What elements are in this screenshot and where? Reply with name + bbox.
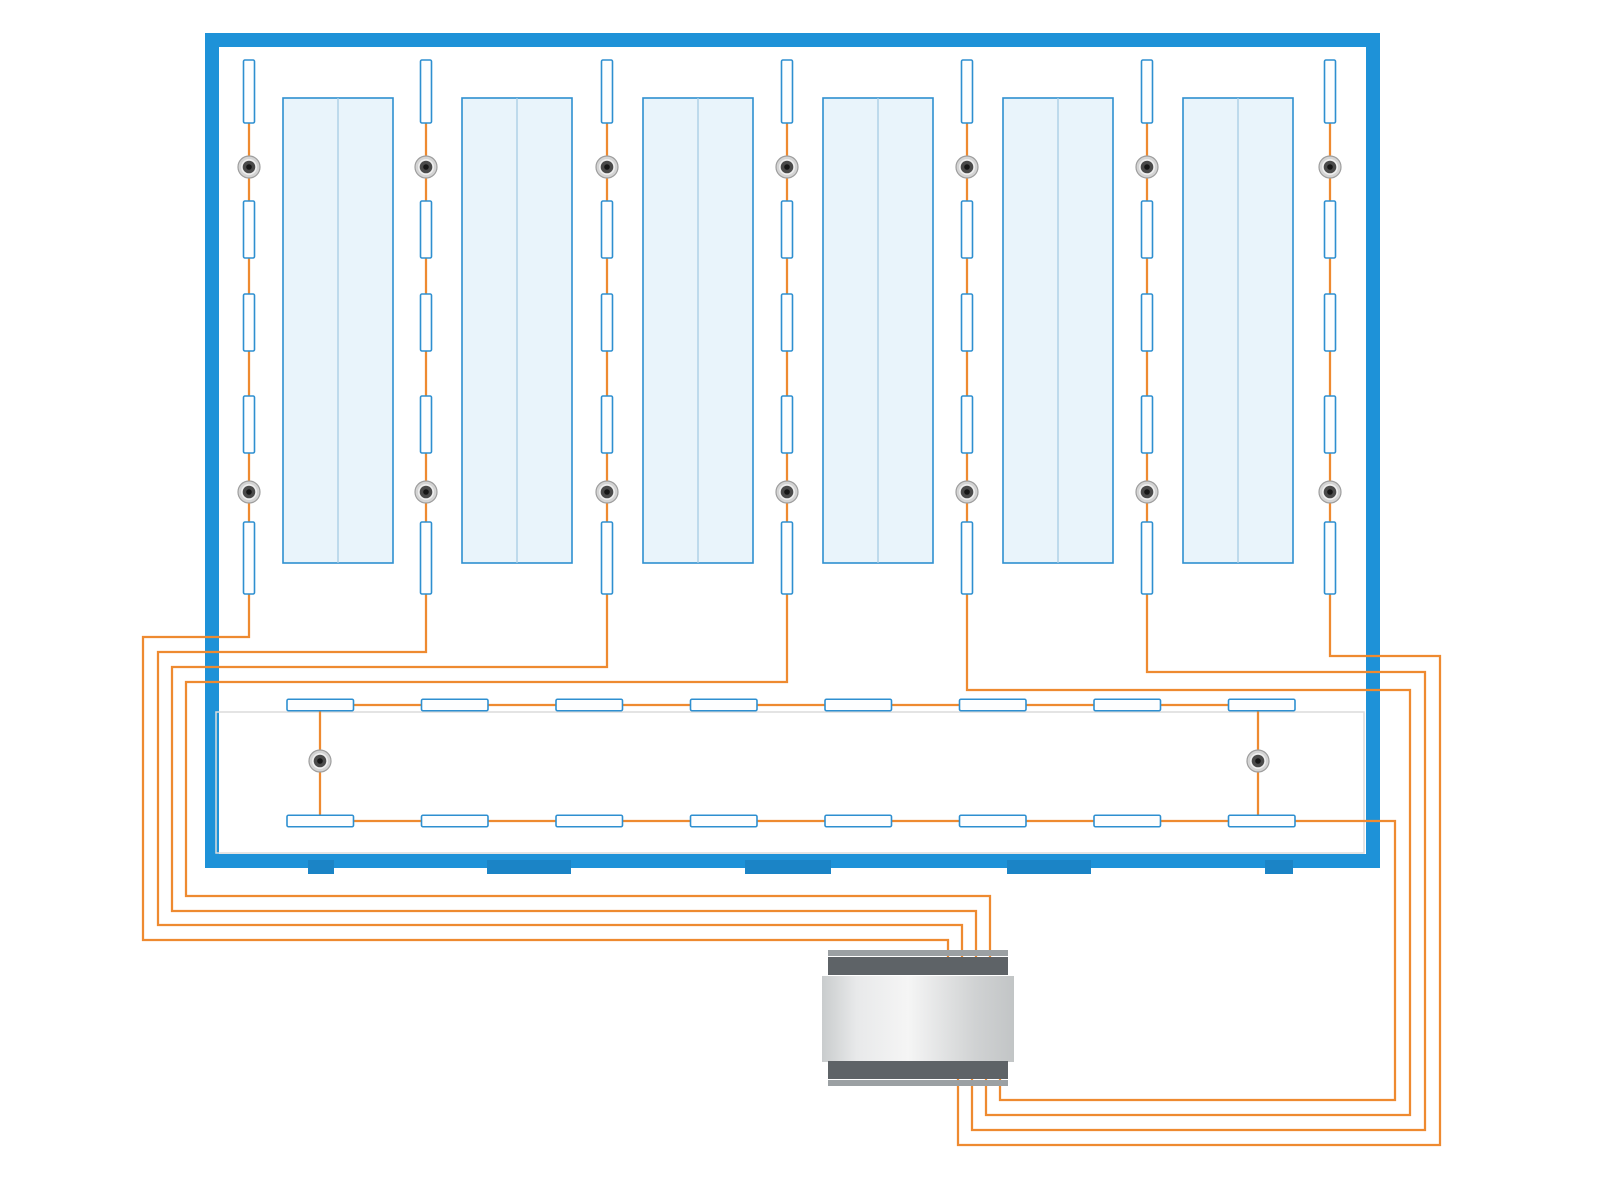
- light-fixture: [958, 698, 1027, 712]
- light-fixture: [689, 814, 758, 828]
- light-fixture: [958, 814, 1027, 828]
- sensor-node-core: [1144, 489, 1150, 495]
- sensor-node-core: [604, 489, 610, 495]
- sensor-node-core: [1144, 164, 1150, 170]
- door-notch: [308, 860, 334, 874]
- light-fixture: [780, 293, 794, 352]
- light-fixture: [420, 814, 489, 828]
- wire-run: [320, 819, 1397, 1102]
- light-fixture: [1323, 395, 1337, 454]
- light-fixture: [824, 814, 893, 828]
- light-fixture: [960, 521, 974, 595]
- sensor-node-core: [784, 489, 790, 495]
- light-fixture: [242, 200, 256, 259]
- light-fixture: [824, 698, 893, 712]
- light-fixture: [1227, 698, 1296, 712]
- light-fixture: [960, 200, 974, 259]
- sensor-node-core: [1327, 164, 1333, 170]
- sensor-node-core: [964, 489, 970, 495]
- light-fixture: [780, 200, 794, 259]
- light-fixture: [242, 293, 256, 352]
- driver-unit-top-cap: [828, 957, 1008, 975]
- light-fixture: [419, 200, 433, 259]
- light-fixture: [1227, 814, 1296, 828]
- light-fixture: [1323, 293, 1337, 352]
- door-notch: [1007, 860, 1091, 874]
- sensor-node-core: [246, 489, 252, 495]
- light-fixture: [780, 395, 794, 454]
- light-fixture: [600, 395, 614, 454]
- sensor-node-core: [317, 758, 323, 764]
- door-notch: [1265, 860, 1293, 874]
- light-fixture: [689, 698, 758, 712]
- light-fixture: [960, 293, 974, 352]
- light-fixture: [780, 59, 794, 124]
- light-fixture: [242, 395, 256, 454]
- light-fixture: [1140, 59, 1154, 124]
- sensor-node-core: [1255, 758, 1261, 764]
- light-fixture: [242, 59, 256, 124]
- light-fixture: [1323, 200, 1337, 259]
- light-fixture: [1140, 200, 1154, 259]
- light-fixture: [600, 293, 614, 352]
- light-fixture: [1323, 59, 1337, 124]
- light-fixture: [1093, 698, 1162, 712]
- door-notch: [487, 860, 571, 874]
- light-fixture: [286, 698, 355, 712]
- door-notch: [745, 860, 831, 874]
- driver-unit-body: [822, 976, 1014, 1062]
- light-fixture: [960, 395, 974, 454]
- light-fixture: [600, 200, 614, 259]
- light-fixture: [242, 521, 256, 595]
- light-fixture: [555, 814, 624, 828]
- light-fixture: [419, 59, 433, 124]
- light-fixture: [1323, 521, 1337, 595]
- light-fixture: [420, 698, 489, 712]
- light-fixture: [286, 814, 355, 828]
- sensor-node-core: [246, 164, 252, 170]
- sensor-node-core: [423, 489, 429, 495]
- light-fixture: [780, 521, 794, 595]
- light-fixture: [419, 521, 433, 595]
- light-fixture: [419, 395, 433, 454]
- sensor-node-core: [784, 164, 790, 170]
- driver-unit-bottom-cap: [828, 1061, 1008, 1079]
- light-fixture: [1140, 521, 1154, 595]
- driver-unit-bottom-trim: [828, 1080, 1008, 1086]
- light-fixture: [600, 521, 614, 595]
- sensor-node-core: [604, 164, 610, 170]
- sensor-node-core: [423, 164, 429, 170]
- light-fixture: [960, 59, 974, 124]
- driver-unit-top-trim: [828, 950, 1008, 956]
- light-fixture: [600, 59, 614, 124]
- sensor-node-core: [964, 164, 970, 170]
- light-fixture: [1140, 395, 1154, 454]
- light-fixture: [1093, 814, 1162, 828]
- light-fixture: [419, 293, 433, 352]
- light-fixture: [1140, 293, 1154, 352]
- sensor-node-core: [1327, 489, 1333, 495]
- corridor-outline: [215, 711, 1365, 854]
- light-fixture: [555, 698, 624, 712]
